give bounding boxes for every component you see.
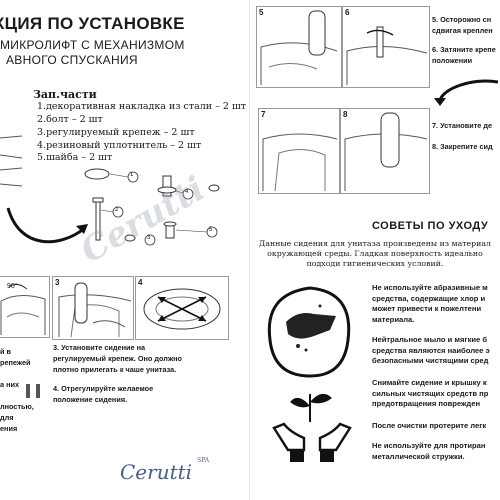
page-title: КЦИЯ ПО УСТАНОВКЕ [0,14,185,33]
step-3-text: 3. Установите сидение на регулируемый кр… [53,343,182,374]
step-number: 4 [138,278,143,287]
step-number: 8 [343,110,348,119]
parts-item: 3.регулируемый крепеж – 2 шт [37,127,195,138]
step-3-illustration: 3 [52,276,134,340]
tip-item: • Нейтральное мыло и мягкие б средства я… [372,335,490,365]
step-4-illustration: 4 [135,276,229,340]
part-line [0,154,23,159]
tip-item: • Не используйте для протиран металличес… [372,441,486,461]
callout-circle [144,234,156,246]
subtitle-line1: МИКРОЛИФТ С МЕХАНИЗМОМ [0,38,185,52]
parts-item: 2.болт – 2 шт [37,114,103,125]
step-5-illustration: 5 [256,6,342,88]
tip-item: • После очистки протерите легк [372,421,487,430]
subtitle-line2: АВНОГО СПУСКАНИЯ [6,53,138,67]
step-number: 3 [55,278,60,287]
step-number: 5 [259,8,264,17]
callout-number: 2 [115,207,119,213]
toilet-seat-wash-icon [267,286,351,378]
step-4-text: 4. Отрегулируйте желаемое положение сиде… [53,384,154,404]
tips-intro: Данные сидения для унитаза произведены и… [259,239,491,268]
curved-arrow [6,207,86,244]
decorative-cover-part [84,168,110,180]
step-7-illustration: 7 [258,108,340,194]
step-8-illustration: 8 [340,108,430,194]
step-8-text: 8. Закрепите сид [432,142,493,151]
fastener-part [162,175,172,197]
parts-diagram [0,135,220,246]
angle-label: 90° [7,283,18,290]
parts-item: 5.шайба – 2 шт [37,152,113,163]
step-1-text: й в репежей а них лностью, для ения [0,347,34,433]
parts-item: 1.декоративная накладка из стали – 2 шт [37,101,247,112]
callout-number: 1 [130,172,134,178]
tip-item: • Снимайте сидение и крышку к сильных чи… [372,378,489,408]
step-6-illustration: 6 [342,6,430,88]
part-line [0,167,23,171]
step-number: 7 [261,110,266,119]
step-6-text: 6. Затяните крепе положении [432,45,496,65]
step-5-text: 5. Осторожно сн сдвигая креплен [432,15,493,35]
step-number: 6 [345,8,350,17]
part-line [0,135,23,139]
step-1-illustration: 90° [0,276,50,338]
page-divider [249,0,250,500]
callout-number: 4 [185,189,189,195]
callout-circle [182,188,194,200]
callout-number: 3 [147,235,151,241]
curved-arrow-right [434,79,499,106]
step-7-text: 7. Установите де [432,121,493,130]
parts-item: 4.резиновый уплотнитель – 2 шт [37,140,202,151]
fastener-icon [22,382,46,400]
callout-number: 5 [209,227,213,233]
brand-logo: Cerutti SPA [120,457,210,484]
tips-heading: СОВЕТЫ ПО УХОДУ [372,220,489,232]
tip-item: • Не используйте абразивные м средства, … [372,283,488,324]
part-line [0,183,23,187]
hands-plant-icon [272,393,352,462]
parts-heading: Зап.части [33,88,97,101]
